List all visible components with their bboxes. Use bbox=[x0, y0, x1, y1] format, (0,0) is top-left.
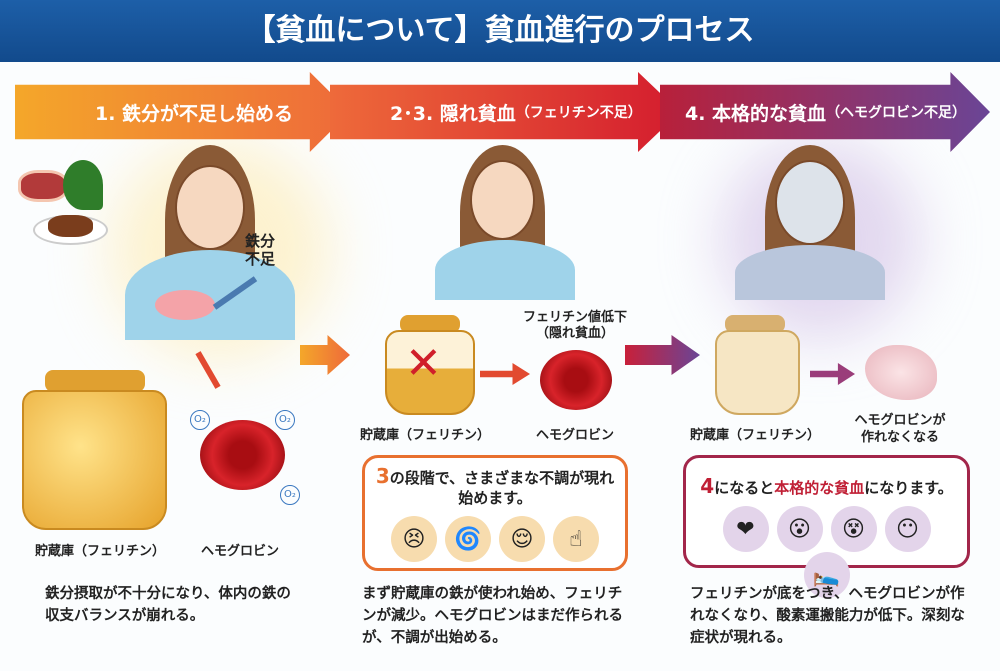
lying-down-icon: 🛌 bbox=[803, 552, 850, 598]
stage-2-label: 2･3. 隠れ貧血 bbox=[390, 102, 516, 125]
stage-2-sub: （フェリチン不足） bbox=[515, 105, 642, 121]
woman-stage2-illustration bbox=[430, 145, 580, 300]
stage-1-label: 1. 鉄分が不足し始める bbox=[95, 102, 294, 125]
cannot-make-label: ヘモグロビンが 作れなくなる bbox=[854, 413, 946, 445]
hemoglobin-cell: O₂ O₂ O₂ bbox=[190, 410, 300, 505]
stage-1-description: 鉄分摂取が不十分になり、体内の鉄の収支バランスが崩れる。 bbox=[45, 586, 291, 624]
callout-text: の段階で、さまざまな不調が現れ始めます。 bbox=[389, 469, 615, 507]
stage-3-description: フェリチンが底をつき、ヘモグロビンが作れなくなり、酸素運搬能力が低下。深刻な症状… bbox=[690, 586, 965, 646]
shortness-of-breath-icon: 😮 bbox=[776, 506, 823, 552]
stage-2-description: まず貯蔵庫の鉄が使われ始め、フェリチンが減少。ヘモグロビンはまだ作られるが、不調… bbox=[362, 586, 623, 646]
dizziness-spiral-icon: 🌀 bbox=[445, 516, 491, 562]
arrow-icon bbox=[480, 363, 530, 385]
callout-number: 4 bbox=[700, 474, 715, 498]
jar-lid bbox=[400, 315, 460, 333]
hemoglobin-label: ヘモグロビン bbox=[535, 428, 614, 443]
o2-bubble: O₂ bbox=[190, 410, 210, 430]
stage-1-arrow: 1. 鉄分が不足し始める bbox=[15, 72, 350, 152]
hidden-anemia-text: （隠れ貧血） bbox=[535, 326, 614, 341]
deformed-cell bbox=[865, 345, 937, 400]
heart-palpitation-icon: ❤ bbox=[722, 506, 769, 552]
o2-bubble: O₂ bbox=[275, 410, 295, 430]
arrow-icon bbox=[810, 363, 855, 385]
stage-3-sub: （ヘモグロビン不足） bbox=[826, 105, 967, 121]
hemoglobin-label: ヘモグロビン bbox=[200, 544, 279, 559]
stomach-icon bbox=[155, 290, 215, 320]
ferritin-low-label: フェリチン値低下（隠れ貧血） bbox=[505, 310, 645, 342]
storage-jar-low bbox=[385, 330, 475, 415]
woman-stage1-illustration bbox=[120, 140, 300, 340]
storage-jar-empty bbox=[715, 330, 800, 415]
callout-number: 3 bbox=[375, 464, 390, 488]
stage-3-label: 4. 本格的な貧血 bbox=[685, 102, 827, 125]
food-illustration bbox=[18, 160, 108, 250]
callout-text-pre: になると bbox=[714, 479, 775, 497]
x-mark-icon: ✕ bbox=[405, 338, 442, 389]
hemoglobin-cell bbox=[540, 350, 612, 410]
stage-2-arrow: 2･3. 隠れ貧血（フェリチン不足） bbox=[330, 72, 680, 152]
pale-skin-icon: 😌 bbox=[499, 516, 545, 562]
jar-lid bbox=[45, 370, 145, 392]
pale-face-icon: 😶 bbox=[884, 506, 931, 552]
stage-2-callout: 3の段階で、さまざまな不調が現れ始めます。 😣🌀😌☝ bbox=[362, 455, 628, 571]
dizziness-icon: 😵 bbox=[830, 506, 877, 552]
storage-label: 貯蔵庫（フェリチン） bbox=[689, 428, 820, 443]
callout-text-post: になります。 bbox=[864, 479, 953, 497]
progress-arrow bbox=[300, 335, 350, 375]
page-title: 【貧血について】貧血進行のプロセス bbox=[0, 0, 1000, 62]
brittle-nail-icon: ☝ bbox=[553, 516, 599, 562]
fatigue-face-icon: 😣 bbox=[391, 516, 437, 562]
ferritin-low-text: フェリチン値低下 bbox=[522, 310, 627, 325]
jar-lid bbox=[725, 315, 785, 333]
storage-label: 貯蔵庫（フェリチン） bbox=[34, 544, 165, 559]
woman-stage3-illustration bbox=[725, 145, 895, 300]
stage-3-arrow: 4. 本格的な貧血（ヘモグロビン不足） bbox=[660, 72, 990, 152]
callout-emphasis: 本格的な貧血 bbox=[774, 479, 865, 497]
storage-label: 貯蔵庫（フェリチン） bbox=[359, 428, 490, 443]
storage-jar-full bbox=[22, 390, 167, 530]
o2-bubble: O₂ bbox=[280, 485, 300, 505]
stage-3-callout: 4になると本格的な貧血になります。 ❤😮😵😶 🛌 bbox=[683, 455, 970, 598]
iron-short-label: 鉄分 不足 bbox=[245, 232, 276, 268]
